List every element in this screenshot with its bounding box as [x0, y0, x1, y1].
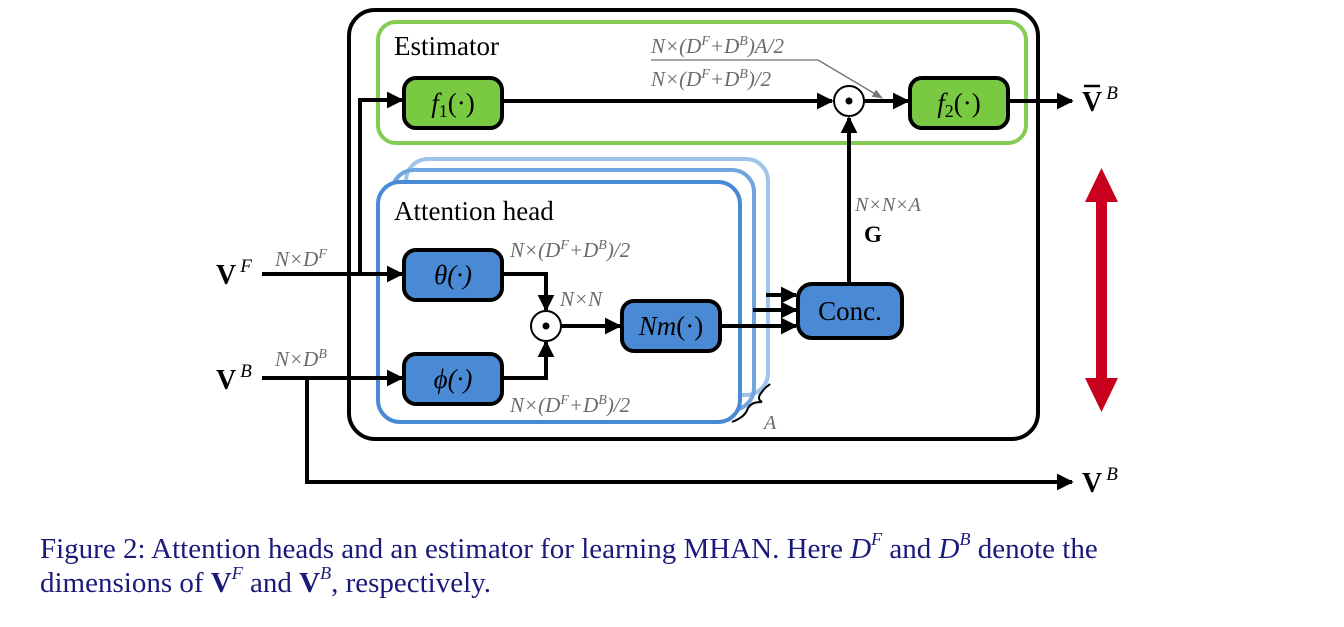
module-outer-box — [347, 8, 1040, 441]
estimator-box — [376, 20, 1028, 145]
concat-block: Conc. — [796, 282, 904, 340]
vb-dim-label: N×DB — [274, 347, 327, 371]
phi-to-product-arrow — [502, 340, 555, 380]
figure-caption: Figure 2: Attention heads and an estimat… — [40, 529, 1340, 600]
estimator-dim-bottom: N×(DF+DB)/2 — [650, 67, 772, 91]
vf-dim-label: N×DF — [274, 247, 327, 271]
vb-bypass-arrow — [305, 378, 1074, 491]
caption-sup: F — [231, 563, 243, 584]
svg-text:θ(·): θ(·) — [434, 260, 472, 290]
caption-v: V — [210, 567, 232, 599]
estimator-dim-top: N×(DF+DB)A/2 — [650, 34, 784, 58]
caption-d: D — [850, 533, 872, 565]
svg-text:f2(·): f2(·) — [937, 88, 981, 121]
estimator-product-node — [833, 85, 865, 117]
svg-text:ϕ(·): ϕ(·) — [434, 364, 473, 394]
svg-text:Nm(·): Nm(·) — [638, 311, 704, 341]
caption-text: denote the — [970, 533, 1098, 565]
stack-count-label: A — [762, 412, 777, 434]
vf-to-f1-arrow — [358, 91, 404, 274]
attention-product-node — [530, 310, 562, 342]
caption-d: D — [938, 533, 960, 565]
caption-v: V — [299, 567, 321, 599]
caption-text: dimensions of — [40, 567, 211, 599]
theta-block: θ(·) — [402, 248, 504, 302]
svg-text:f1(·): f1(·) — [431, 88, 475, 121]
caption-text: and — [242, 567, 300, 599]
product-dim-label: N×N — [559, 287, 603, 311]
svg-text:VB: VB — [1082, 83, 1118, 118]
f2-block: f2(·) — [908, 76, 1010, 130]
caption-sup: F — [871, 529, 883, 550]
red-double-arrow-icon — [1085, 168, 1118, 412]
theta-to-product-arrow — [502, 272, 555, 312]
attention-head-title: Attention head — [394, 196, 554, 226]
nm-block: Nm(·) — [620, 299, 722, 353]
caption-sup: B — [320, 563, 332, 584]
phi-block: ϕ(·) — [402, 352, 504, 406]
concat-output-dim: N×N×A — [854, 194, 922, 216]
f1-block: f1(·) — [402, 76, 504, 130]
caption-sup: B — [959, 529, 971, 550]
estimator-title: Estimator — [394, 31, 499, 61]
stack-brace — [731, 383, 771, 423]
concat-output-label: G — [864, 222, 882, 247]
phi-dim-label: N×(DF+DB)/2 — [509, 393, 631, 417]
caption-text: Figure 2: Attention heads and an estimat… — [40, 533, 851, 565]
estimator-dim-pointer — [817, 59, 883, 99]
caption-text: , respectively. — [331, 567, 492, 599]
svg-text:Conc.: Conc. — [818, 296, 882, 326]
theta-dim-label: N×(DF+DB)/2 — [509, 238, 631, 262]
caption-text: and — [882, 533, 939, 565]
